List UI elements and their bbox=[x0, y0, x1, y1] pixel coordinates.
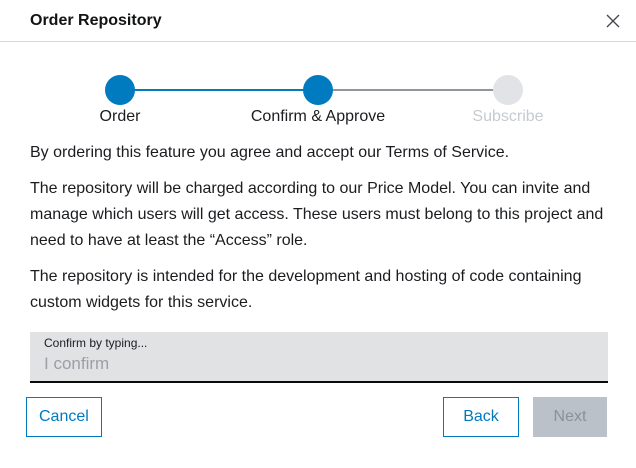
paragraph-pricing-access: The repository will be charged according… bbox=[30, 180, 604, 249]
confirm-input[interactable] bbox=[44, 351, 594, 374]
step-dot-confirm-approve bbox=[303, 75, 333, 105]
paragraph-terms: By ordering this feature you agree and a… bbox=[30, 144, 510, 161]
step-label-confirm-approve: Confirm & Approve bbox=[250, 108, 386, 125]
next-button[interactable]: Next bbox=[533, 397, 607, 437]
step-label-order: Order bbox=[99, 108, 141, 125]
back-button[interactable]: Back bbox=[443, 397, 519, 437]
dialog-title: Order Repository bbox=[30, 11, 162, 29]
step-label-subscribe: Subscribe bbox=[472, 108, 544, 125]
confirm-field[interactable]: Confirm by typing... bbox=[30, 332, 608, 383]
confirm-field-label: Confirm by typing... bbox=[44, 336, 148, 350]
dialog-footer: Cancel Back Next bbox=[0, 397, 636, 437]
stepper-connector-1 bbox=[120, 89, 318, 91]
dialog-body: By ordering this feature you agree and a… bbox=[0, 136, 636, 383]
cancel-button[interactable]: Cancel bbox=[26, 397, 102, 437]
close-icon bbox=[605, 13, 621, 32]
stepper-connector-2 bbox=[318, 89, 508, 91]
step-dot-subscribe bbox=[493, 75, 523, 105]
close-button[interactable] bbox=[602, 11, 624, 33]
dialog-header: Order Repository bbox=[0, 0, 636, 42]
footer-right-group: Back Next bbox=[443, 397, 607, 437]
stepper: Order Confirm & Approve Subscribe bbox=[0, 42, 636, 136]
step-dot-order bbox=[105, 75, 135, 105]
paragraph-purpose: The repository is intended for the devel… bbox=[30, 268, 582, 311]
